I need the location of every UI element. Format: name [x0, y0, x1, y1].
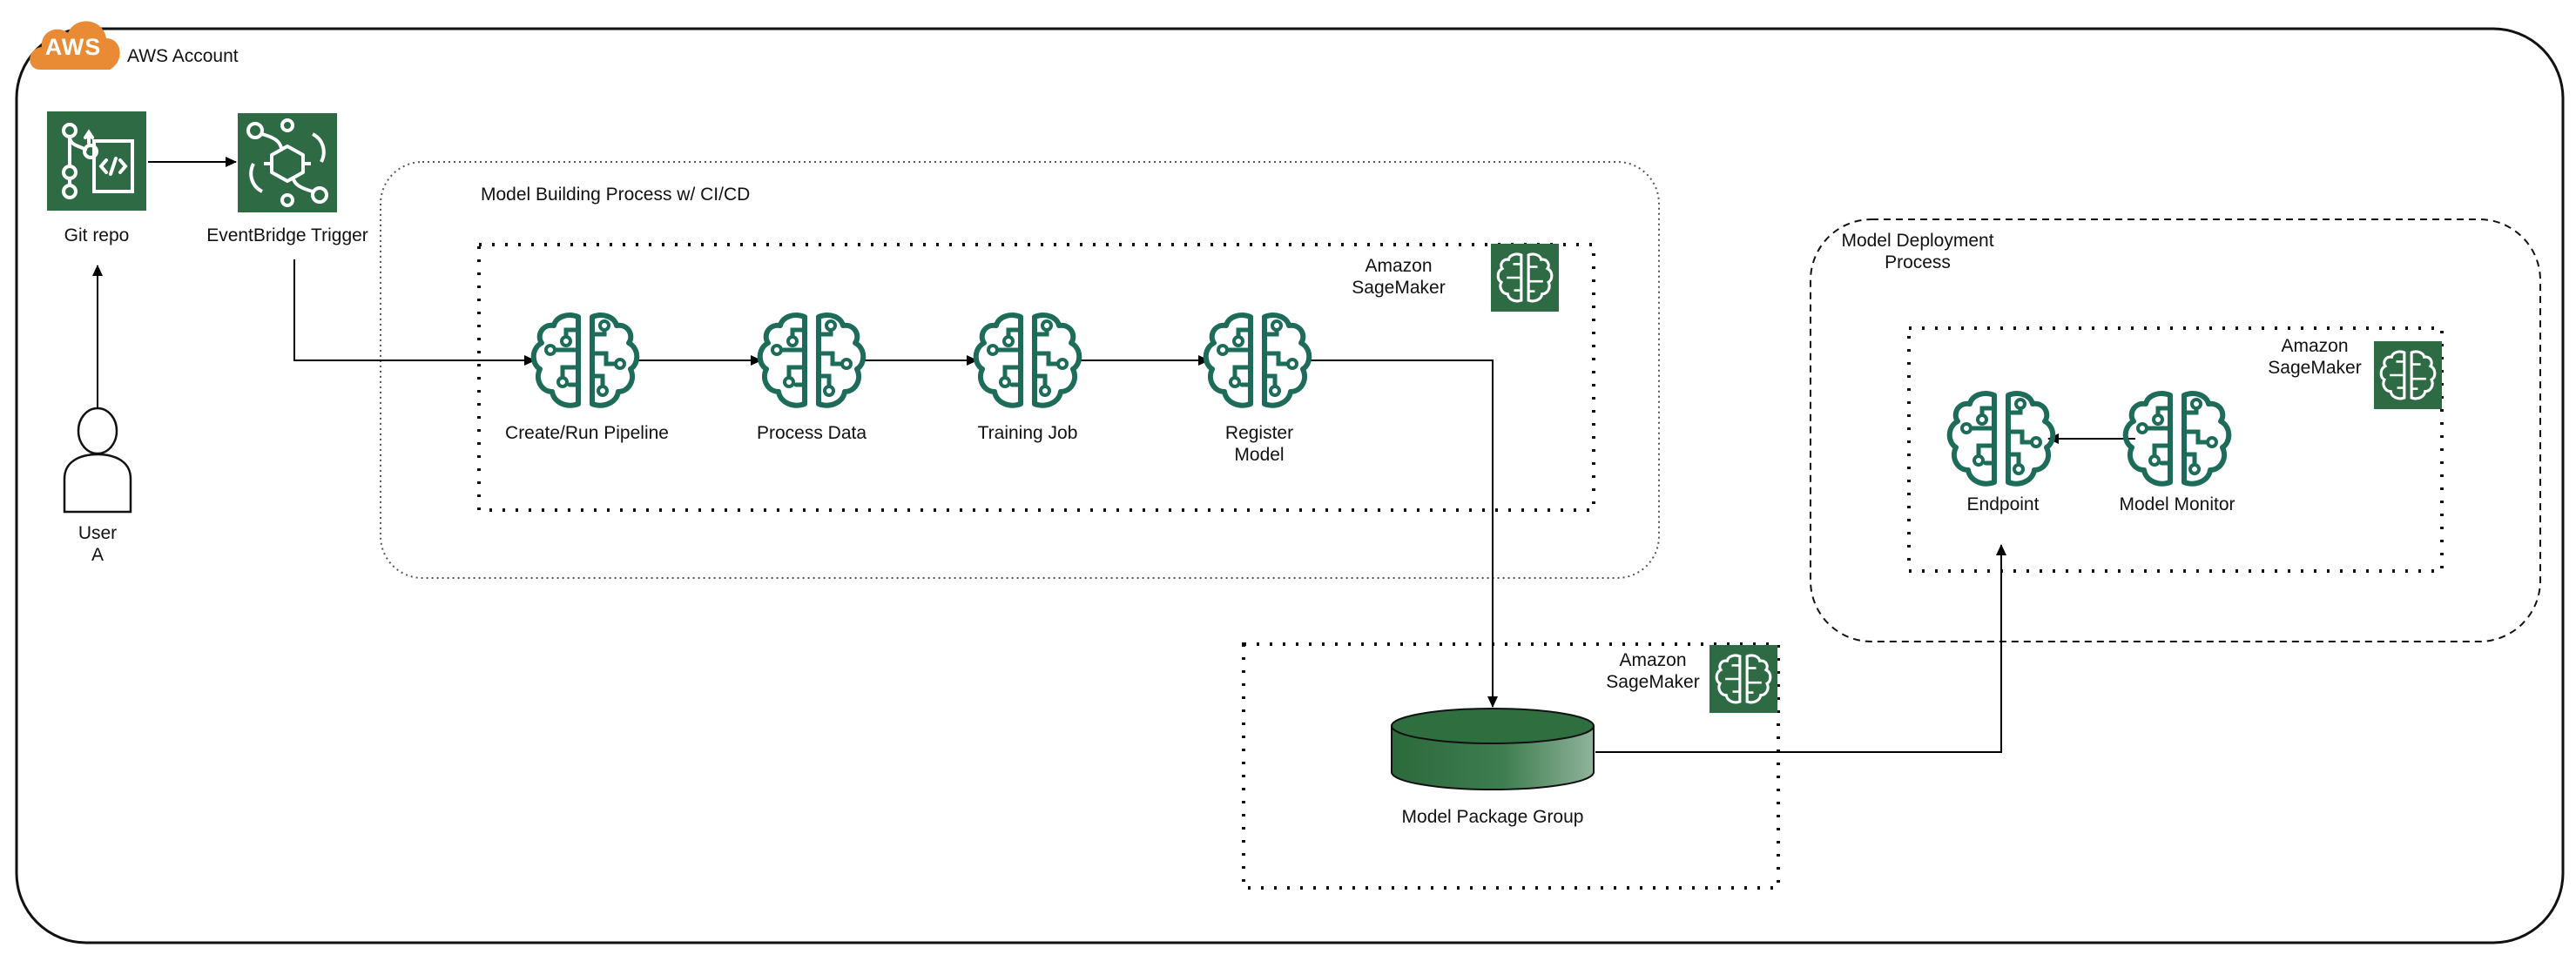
step-label-pipeline: Create/Run Pipeline	[505, 423, 669, 443]
aws-account-title: AWS Account	[127, 46, 239, 66]
user-label: User A	[78, 523, 118, 565]
sagemaker-icon-package	[1709, 645, 1777, 713]
sagemaker-group-building	[477, 243, 1595, 512]
brain-icon-model-monitor[interactable]	[2126, 393, 2229, 484]
model-building-boundary	[380, 161, 1660, 579]
eventbridge-label: EventBridge Trigger	[206, 225, 368, 245]
sagemaker-icon-building	[1491, 244, 1559, 312]
step-label-training-job: Training Job	[977, 423, 1078, 443]
sagemaker-group-deployment	[1907, 326, 2444, 573]
brain-icon-process-data[interactable]	[760, 315, 864, 406]
model-deployment-boundary	[1810, 218, 2541, 642]
arrow-eventbridge-to-pipeline	[293, 259, 536, 366]
arrow-register-to-package	[1308, 360, 1498, 708]
sagemaker-icon-deployment	[2374, 341, 2442, 409]
eventbridge-icon[interactable]	[238, 113, 337, 212]
aws-logo-text: AWS	[44, 34, 102, 60]
git-repo-icon[interactable]	[47, 111, 146, 211]
step-label-process-data: Process Data	[756, 423, 867, 443]
step-label-register-model: Register Model	[1224, 423, 1294, 465]
model-package-label: Model Package Group	[1401, 807, 1584, 827]
sagemaker-label-deployment: Amazon SageMaker	[2268, 336, 2362, 378]
sagemaker-label-package: Amazon SageMaker	[1606, 650, 1700, 692]
sagemaker-group-package	[1242, 642, 1780, 890]
brain-icon-pipeline[interactable]	[534, 315, 637, 406]
aws-account-boundary	[15, 27, 2565, 944]
cylinder-icon[interactable]	[1391, 708, 1595, 790]
model-monitor-label: Model Monitor	[2119, 494, 2235, 514]
model-building-title: Model Building Process w/ CI/CD	[481, 185, 751, 205]
brain-icon-endpoint[interactable]	[1950, 393, 2053, 484]
model-deployment-title: Model Deployment Process	[1841, 231, 1994, 272]
user-icon[interactable]	[63, 407, 132, 514]
endpoint-label: Endpoint	[1966, 494, 2040, 514]
brain-icon-training-job[interactable]	[976, 315, 1080, 406]
aws-logo-icon	[30, 21, 120, 70]
git-repo-label: Git repo	[64, 225, 130, 245]
sagemaker-label-building: Amazon SageMaker	[1352, 256, 1446, 298]
arrow-package-to-endpoint	[1595, 544, 2006, 753]
brain-icon-register-model[interactable]	[1206, 315, 1310, 406]
